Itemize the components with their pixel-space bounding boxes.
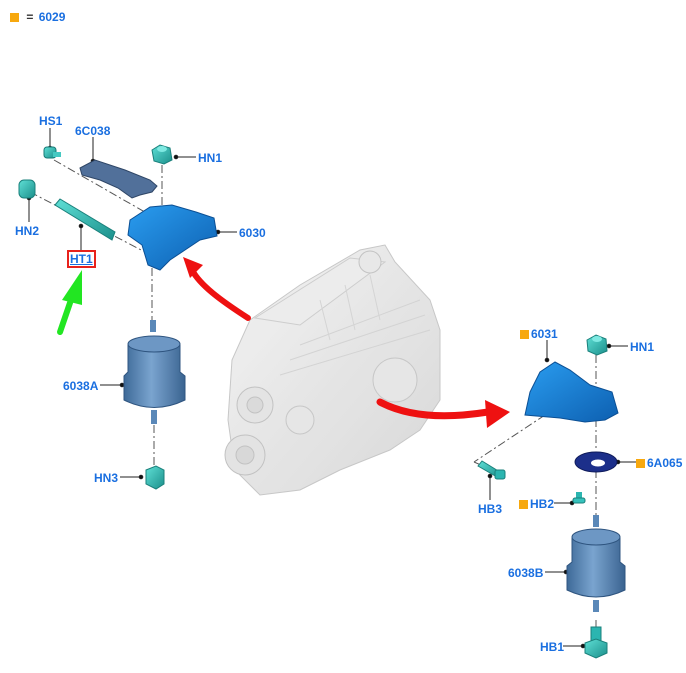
legend-equals: = <box>26 10 34 24</box>
part-hn2-nut <box>18 179 36 199</box>
callout-6a065-text: 6A065 <box>647 456 683 470</box>
marker-6029-icon <box>520 330 529 339</box>
direction-arrow-left <box>183 257 251 321</box>
part-6031-bracket <box>524 361 619 423</box>
part-6a065-washer <box>574 451 618 473</box>
callout-hb2-text: HB2 <box>530 497 555 511</box>
part-hn1-nut-left <box>151 144 173 165</box>
assembly-lines-left <box>29 159 163 468</box>
part-ht1-sleeve <box>54 198 116 241</box>
part-6038a-mount <box>123 320 186 424</box>
marker-6029-icon <box>519 500 528 509</box>
callout-hn1-right[interactable]: HN1 <box>630 340 655 354</box>
part-6038b-mount <box>566 515 626 612</box>
part-hb3-bolt <box>477 460 506 480</box>
callout-hb2[interactable]: HB2 <box>519 497 554 511</box>
legend-marker-icon <box>10 13 19 22</box>
part-hn1-nut-right <box>586 334 608 356</box>
part-hn3-nut <box>145 465 165 490</box>
part-hb2-bolt <box>572 492 586 504</box>
marker-6029-icon <box>636 459 645 468</box>
callout-hs1[interactable]: HS1 <box>39 114 63 128</box>
callout-hb3[interactable]: HB3 <box>478 502 503 516</box>
legend: = 6029 <box>10 10 65 24</box>
legend-code: 6029 <box>38 10 66 24</box>
callout-hn3[interactable]: HN3 <box>94 471 119 485</box>
callout-hn1-left[interactable]: HN1 <box>198 151 223 165</box>
engine-illustration <box>224 244 441 496</box>
callout-6031-text: 6031 <box>531 327 558 341</box>
callout-6030[interactable]: 6030 <box>239 226 266 240</box>
direction-arrow-right <box>376 398 510 428</box>
callout-6031[interactable]: 6031 <box>520 327 558 341</box>
part-hs1-bolt <box>43 146 61 159</box>
callout-6038a[interactable]: 6038A <box>63 379 99 393</box>
part-6c038-bracket <box>79 159 158 199</box>
part-6030-bracket <box>127 204 218 271</box>
callout-hn2[interactable]: HN2 <box>15 224 40 238</box>
callout-6c038[interactable]: 6C038 <box>75 124 111 138</box>
callout-6038b[interactable]: 6038B <box>508 566 544 580</box>
pointer-arrow <box>57 270 82 335</box>
callout-hb1[interactable]: HB1 <box>540 640 565 654</box>
callout-6a065[interactable]: 6A065 <box>636 456 682 470</box>
part-hb1-bolt <box>584 626 608 659</box>
callout-ht1-highlighted[interactable]: HT1 <box>67 250 96 268</box>
